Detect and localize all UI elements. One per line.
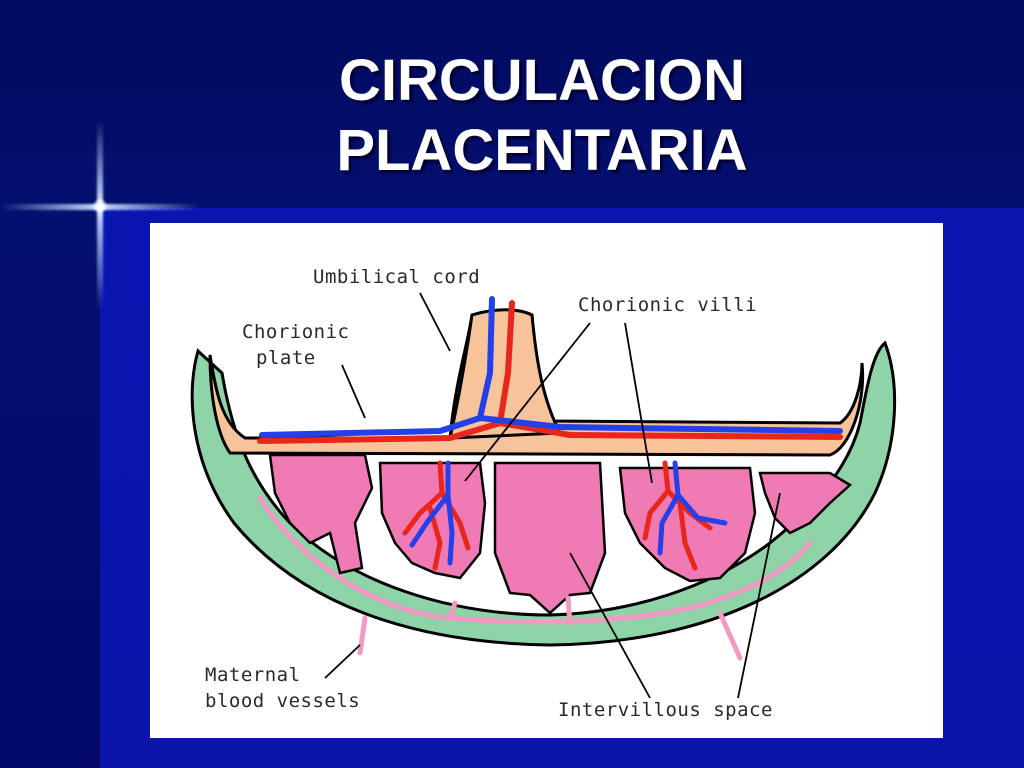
title-line-2: PLACENTARIA bbox=[336, 118, 748, 183]
label-intervillous-space: Intervillous space bbox=[558, 699, 773, 721]
label-umbilical-cord: Umbilical cord bbox=[313, 266, 480, 288]
label-chorionic-plate-line1: Chorionic bbox=[242, 321, 349, 343]
label-chorionic-plate-line2: plate bbox=[256, 347, 316, 369]
decidua-basalis bbox=[190, 340, 897, 647]
label-maternal-vessels-line1: Maternal bbox=[205, 664, 301, 686]
slide-title: CIRCULACION PLACENTARIA bbox=[200, 46, 884, 186]
placenta-diagram: Umbilical cord Chorionic plate Chorionic… bbox=[150, 223, 943, 738]
pointer-villi-left bbox=[464, 322, 591, 482]
villus-cluster-right bbox=[618, 466, 757, 583]
left-band bbox=[0, 208, 100, 768]
pointer-villi-right bbox=[624, 322, 653, 484]
pointer-intervillous-center bbox=[569, 552, 651, 699]
pointer-intervillous-right bbox=[737, 492, 781, 699]
pointer-lines bbox=[324, 292, 781, 699]
fetal-vein bbox=[259, 296, 843, 438]
label-maternal-vessels-line2: blood vessels bbox=[205, 690, 360, 712]
title-band bbox=[0, 0, 1024, 208]
intervillous-space-center bbox=[493, 461, 607, 615]
pointer-umbilical-cord bbox=[419, 292, 451, 352]
label-chorionic-villi: Chorionic villi bbox=[578, 294, 757, 316]
light-flare-center bbox=[92, 198, 108, 214]
pointer-maternal-vessels bbox=[324, 644, 361, 679]
title-line-1: CIRCULACION bbox=[339, 48, 745, 113]
maternal-blood-vessels bbox=[257, 495, 813, 661]
light-flare-vertical bbox=[97, 120, 103, 310]
villus-tree-left-vein bbox=[409, 460, 455, 566]
pointer-chorionic-plate bbox=[341, 364, 366, 419]
intervillous-space-right bbox=[758, 471, 853, 535]
villus-tree-right-vein bbox=[657, 460, 728, 556]
intervillous-space-left bbox=[268, 453, 374, 575]
placenta-diagram-svg: Umbilical cord Chorionic plate Chorionic… bbox=[190, 266, 897, 721]
